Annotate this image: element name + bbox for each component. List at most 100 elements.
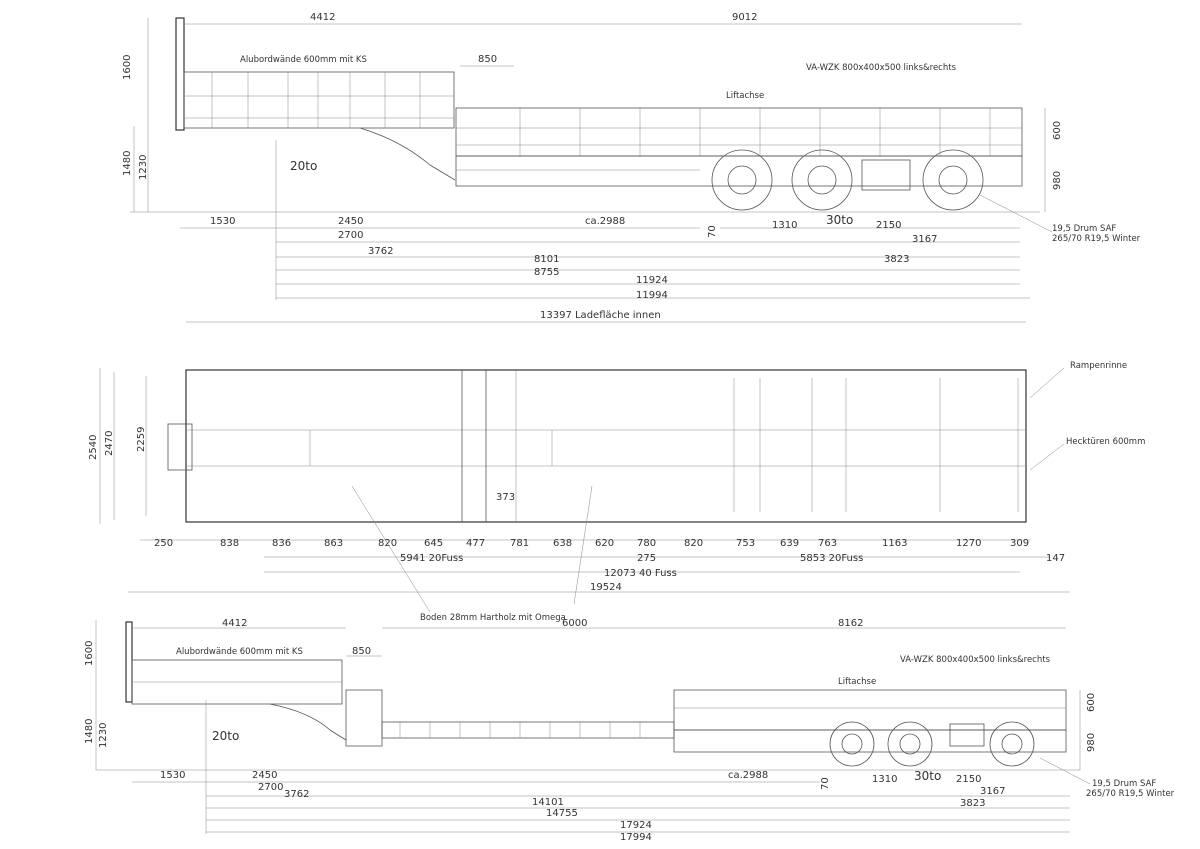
ext-toolbox	[949, 723, 985, 747]
side-view-top-labels: Alubordwände 600mm mit KS VA-WZK 800x400…	[240, 55, 1141, 244]
ext-dim-right-2: 980	[1086, 733, 1097, 752]
ext-b-2988: ca.2988	[728, 770, 768, 781]
ext-label-load-front: 20to	[212, 729, 239, 743]
seg-753: 753	[736, 538, 755, 549]
dim-top-1: 4412	[310, 12, 335, 23]
plan-width-2: 2470	[104, 431, 115, 456]
ext-dim-left-2: 1480	[84, 719, 95, 744]
front-sidewall	[183, 71, 455, 129]
dim-b-11994: 11994	[636, 290, 668, 301]
ext-b-1310: 1310	[872, 774, 897, 785]
ext-b-2450: 2450	[252, 770, 277, 781]
ext-label-load-rear: 30to	[914, 769, 941, 783]
seg-638: 638	[553, 538, 572, 549]
seg-836: 836	[272, 538, 291, 549]
label-load-rear: 30to	[826, 213, 853, 227]
seg-1270: 1270	[956, 538, 981, 549]
ext-rear-sidewall	[673, 689, 1067, 731]
plan-width-1: 2540	[88, 435, 99, 460]
ext-b-2700: 2700	[258, 782, 283, 793]
side-view-extended-labels: Alubordwände 600mm mit KS VA-WZK 800x400…	[176, 647, 1175, 799]
seg-620: 620	[595, 538, 614, 549]
group-5853: 5853 20Fuss	[800, 553, 863, 564]
dim-left-3: 1230	[138, 155, 149, 180]
side-view-extended	[95, 591, 1091, 834]
plan-total: 12073 40 Fuss	[604, 568, 677, 579]
plan-width-3: 2259	[136, 427, 147, 452]
seg-309: 309	[1010, 538, 1029, 549]
ext-label-tyres-1: 19,5 Drum SAF	[1092, 779, 1156, 789]
dim-b-70: 70	[707, 225, 718, 238]
chassis	[455, 155, 1023, 187]
ext-b-17924: 17924	[620, 820, 652, 831]
kingpin-plate	[167, 423, 193, 471]
seg-250: 250	[154, 538, 173, 549]
ext-dim-top-2: 850	[352, 646, 371, 657]
dim-left-2: 1480	[122, 151, 133, 176]
ext-dim-right-1: 600	[1086, 693, 1097, 712]
wheels	[711, 149, 984, 211]
dim-b-8101: 8101	[534, 254, 559, 265]
label-sidewalls: Alubordwände 600mm mit KS	[240, 55, 367, 65]
deck-outline	[185, 369, 1027, 523]
front-wall	[175, 17, 185, 131]
dim-top-2: 850	[478, 54, 497, 65]
dim-b-11924: 11924	[636, 275, 668, 286]
label-ramp-groove: Rampenrinne	[1070, 361, 1127, 371]
dim-b-2988: ca.2988	[585, 216, 625, 227]
ext-overall: 19524	[590, 582, 622, 593]
ext-label-sidewalls: Alubordwände 600mm mit KS	[176, 647, 303, 657]
ext-b-2150: 2150	[956, 774, 981, 785]
label-rear-doors: Hecktüren 600mm	[1066, 437, 1145, 447]
seg-820: 820	[378, 538, 397, 549]
seg-838: 838	[220, 538, 239, 549]
ext-gooseneck-block	[345, 689, 383, 747]
plan-inner-373: 373	[496, 492, 515, 503]
seg-763: 763	[818, 538, 837, 549]
label-floor: Boden 28mm Hartholz mit Omega	[420, 613, 566, 623]
seg-863: 863	[324, 538, 343, 549]
dim-b-2700: 2700	[338, 230, 363, 241]
ext-b-17994: 17994	[620, 832, 652, 843]
seg-820b: 820	[684, 538, 703, 549]
plan-view-dims: 13397 Ladefläche innen 2540 2470 2259 25…	[88, 310, 1065, 579]
side-view-top-dims: 4412 850 9012 1600 1480 1230 600 980 153…	[122, 12, 1063, 301]
ext-label-tyres-2: 265/70 R19,5 Winter	[1086, 789, 1175, 799]
dim-b-3823: 3823	[884, 254, 909, 265]
seg-639: 639	[780, 538, 799, 549]
side-view-extended-dims: 19524 4412 850 6000 8162 1600 1480 1230 …	[84, 582, 1097, 843]
dim-right-1: 600	[1052, 121, 1063, 140]
dim-b-1530: 1530	[210, 216, 235, 227]
ext-dim-top-3: 6000	[562, 618, 587, 629]
dim-b-3167: 3167	[912, 234, 937, 245]
label-toolbox: VA-WZK 800x400x500 links&rechts	[806, 63, 957, 73]
side-view-top	[130, 17, 1053, 300]
dim-right-2: 980	[1052, 171, 1063, 190]
ext-b-14101: 14101	[532, 797, 564, 808]
ext-dim-left-1: 1600	[84, 641, 95, 666]
label-tyres-1: 19,5 Drum SAF	[1052, 224, 1116, 234]
ext-b-14755: 14755	[546, 808, 578, 819]
label-tyres-2: 265/70 R19,5 Winter	[1052, 234, 1141, 244]
ext-dim-left-3: 1230	[98, 723, 109, 748]
dim-top-3: 9012	[732, 12, 757, 23]
ext-dim-top-4: 8162	[838, 618, 863, 629]
ext-beam	[381, 721, 675, 739]
group-147: 147	[1046, 553, 1065, 564]
ext-b-3823: 3823	[960, 798, 985, 809]
plan-inner-length: 13397 Ladefläche innen	[540, 310, 661, 321]
ext-label-toolbox: VA-WZK 800x400x500 links&rechts	[900, 655, 1051, 665]
dim-b-3762: 3762	[368, 246, 393, 257]
group-5941: 5941 20Fuss	[400, 553, 463, 564]
label-liftaxle: Liftachse	[726, 91, 764, 101]
seg-477: 477	[466, 538, 485, 549]
ext-b-3762: 3762	[284, 789, 309, 800]
ext-dim-top-1: 4412	[222, 618, 247, 629]
ext-wheels	[829, 721, 1035, 767]
seg-781: 781	[510, 538, 529, 549]
ext-b-3167: 3167	[980, 786, 1005, 797]
seg-1163: 1163	[882, 538, 907, 549]
ext-b-1530: 1530	[160, 770, 185, 781]
plan-view-labels: Rampenrinne Hecktüren 600mm Boden 28mm H…	[420, 361, 1145, 623]
dim-b-1310: 1310	[772, 220, 797, 231]
